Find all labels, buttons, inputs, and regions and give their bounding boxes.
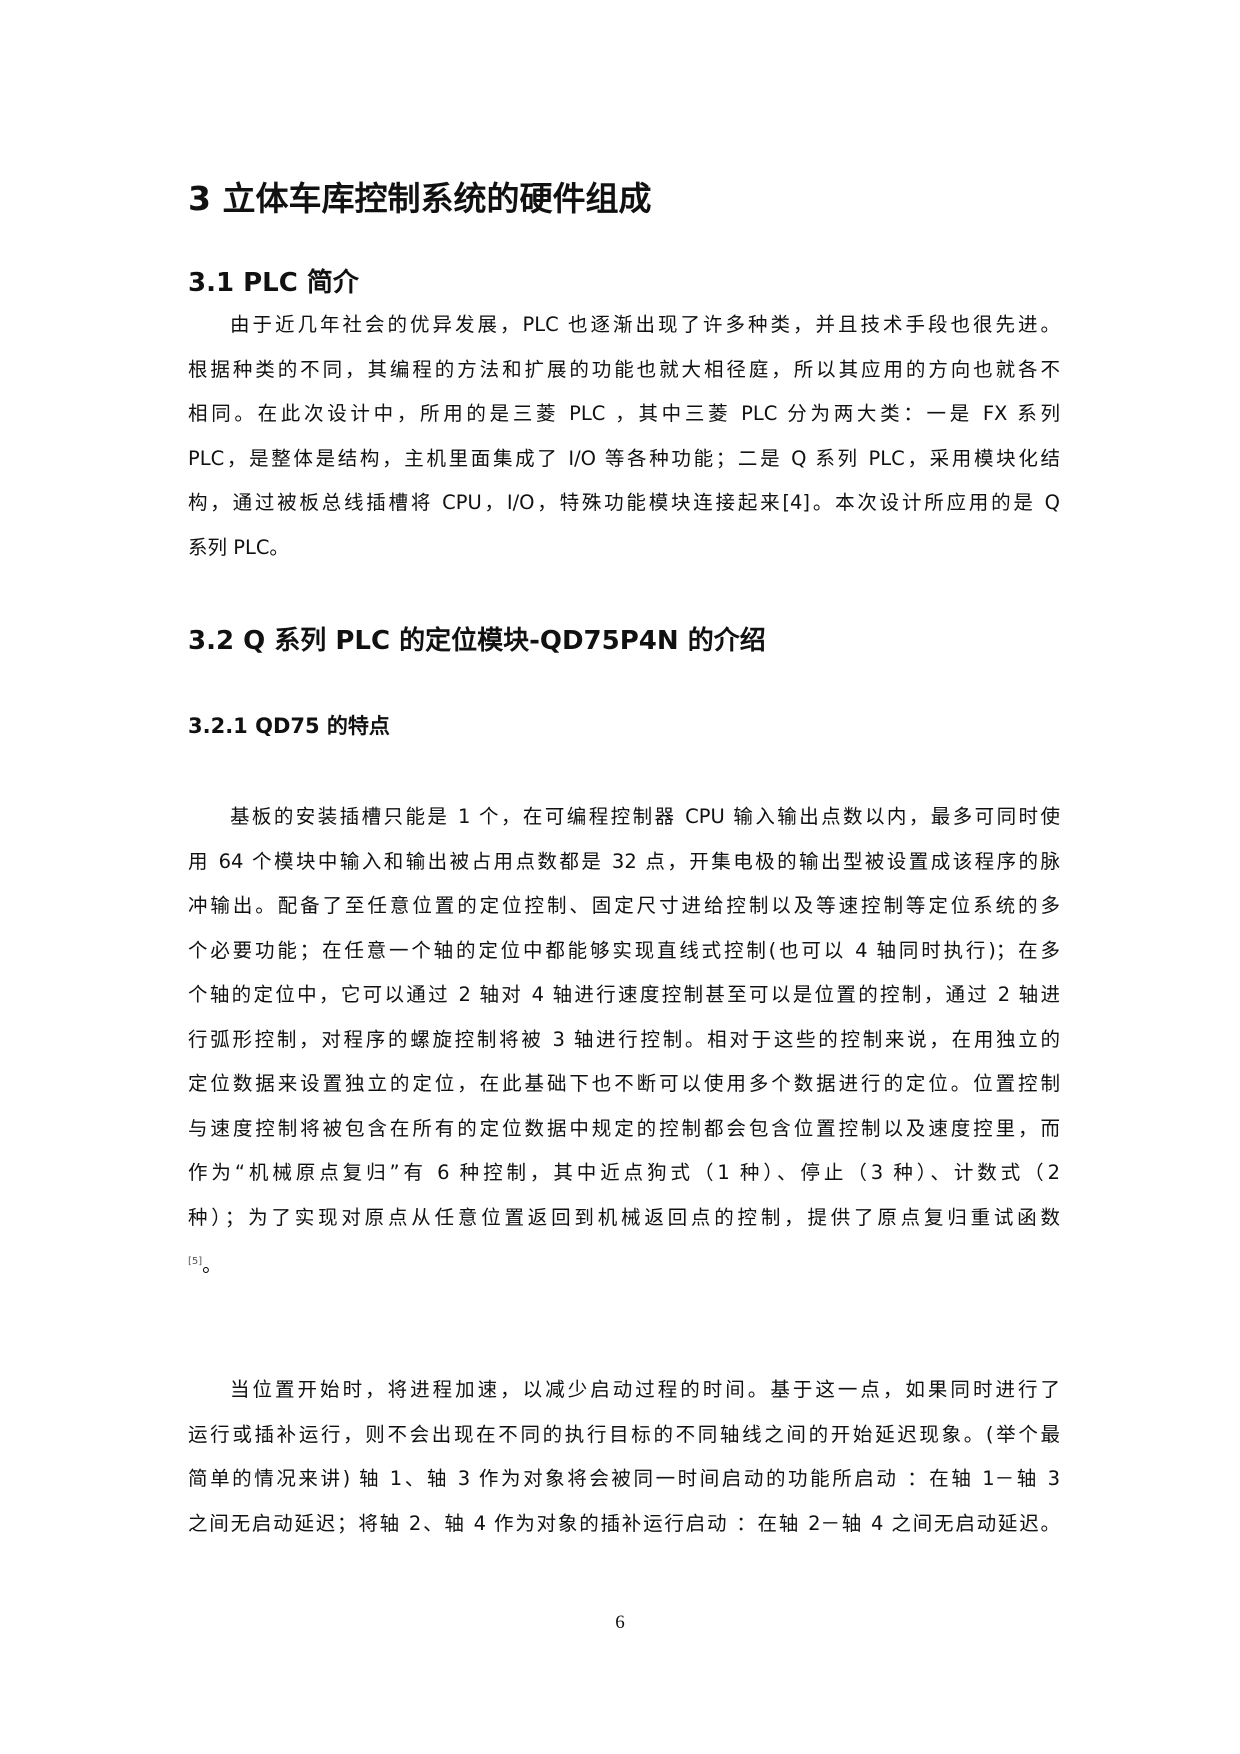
- paragraph-line: 根据种类的不同，其编程的方法和扩展的功能也就大相径庭，所以其应用的方向也就各不: [188, 357, 1060, 381]
- paragraph-line-end: [5]。: [188, 1240, 1060, 1285]
- paragraph-line: PLC，是整体是结构，主机里面集成了 I/O 等各种功能；二是 Q 系列 PLC…: [188, 446, 1060, 470]
- section-3-2-1-heading: 3.2.1 QD75 的特点: [188, 714, 390, 738]
- end-punctuation: 。: [202, 1253, 222, 1277]
- paragraph-line: 系列 PLC。: [188, 535, 289, 559]
- paragraph-line: 个轴的定位中，它可以通过 2 轴对 4 轴进行速度控制甚至可以是位置的控制，通过…: [188, 983, 1060, 1006]
- paragraph-line: 基板的安装插槽只能是 1 个，在可编程控制器 CPU 输入输出点数以内，最多可同…: [230, 805, 1060, 828]
- paragraph-line: 定位数据来设置独立的定位，在此基础下也不断可以使用多个数据进行的定位。位置控制: [188, 1072, 1060, 1095]
- paragraph-line: 当位置开始时，将进程加速，以减少启动过程的时间。基于这一点，如果同时进行了: [230, 1378, 1060, 1401]
- page-number: 6: [615, 1612, 625, 1633]
- section-3-2-heading: 3.2 Q 系列 PLC 的定位模块-QD75P4N 的介绍: [188, 626, 766, 656]
- paragraph-line: 简单的情况来讲) 轴 1、轴 3 作为对象将会被同一时间启动的功能所启动 ：在轴…: [188, 1467, 1060, 1490]
- section-3-2-1-paragraph-1: 基板的安装插槽只能是 1 个，在可编程控制器 CPU 输入输出点数以内，最多可同…: [188, 795, 1060, 1285]
- paragraph-line: 个必要功能；在任意一个轴的定位中都能够实现直线式控制(也可以 4 轴同时执行)；…: [188, 938, 1060, 962]
- section-3-1-heading: 3.1 PLC 简介: [188, 268, 359, 298]
- citation-ref: [5]: [188, 1256, 203, 1267]
- paragraph-line: 运行或插补运行，则不会出现在不同的执行目标的不同轴线之间的开始延迟现象。(举个最: [188, 1422, 1060, 1446]
- paragraph-line: 相同。在此次设计中，所用的是三菱 PLC ，其中三菱 PLC 分为两大类：一是 …: [188, 402, 1060, 425]
- paragraph-line: 种）；为了实现对原点从任意位置返回到机械返回点的控制，提供了原点复归重试函数: [188, 1205, 1060, 1229]
- paragraph-line: 作为“机械原点复归”有 6 种控制，其中近点狗式（1 种）、停止（3 种）、计数…: [188, 1161, 1061, 1184]
- section-3-1-paragraph: 由于近几年社会的优异发展，PLC 也逐渐出现了许多种类，并且技术手段也很先进。 …: [188, 303, 1060, 570]
- paragraph-line: 与速度控制将被包含在所有的定位数据中规定的控制都会包含位置控制以及速度控里，而: [188, 1116, 1060, 1140]
- paragraph-line: 冲输出。配备了至任意位置的定位控制、固定尺寸进给控制以及等速控制等定位系统的多: [188, 894, 1060, 917]
- section-3-2-1-paragraph-2: 当位置开始时，将进程加速，以减少启动过程的时间。基于这一点，如果同时进行了 运行…: [188, 1368, 1060, 1546]
- paragraph-line: 用 64 个模块中输入和输出被占用点数都是 32 点，开集电极的输出型被设置成该…: [188, 849, 1060, 873]
- chapter-title: 3 立体车库控制系统的硬件组成: [188, 179, 652, 218]
- paragraph-line: 由于近几年社会的优异发展，PLC 也逐渐出现了许多种类，并且技术手段也很先进。: [230, 313, 1060, 336]
- paragraph-line: 之间无启动延迟；将轴 2、轴 4 作为对象的插补运行启动 ：在轴 2－轴 4 之…: [188, 1511, 1060, 1535]
- paragraph-line: 构，通过被板总线插槽将 CPU，I/O，特殊功能模块连接起来[4]。本次设计所应…: [188, 491, 1060, 514]
- paragraph-line: 行弧形控制，对程序的螺旋控制将被 3 轴进行控制。相对于这些的控制来说，在用独立…: [188, 1027, 1060, 1051]
